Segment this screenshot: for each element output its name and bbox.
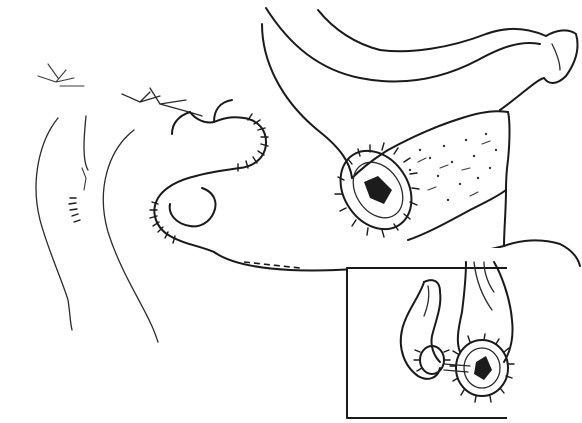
inset-box [347, 238, 582, 423]
ghost-sketch-2 [103, 88, 202, 342]
main-illustration [150, 8, 578, 271]
ghost-sketch-1 [36, 64, 88, 330]
tube-texture [409, 133, 497, 201]
